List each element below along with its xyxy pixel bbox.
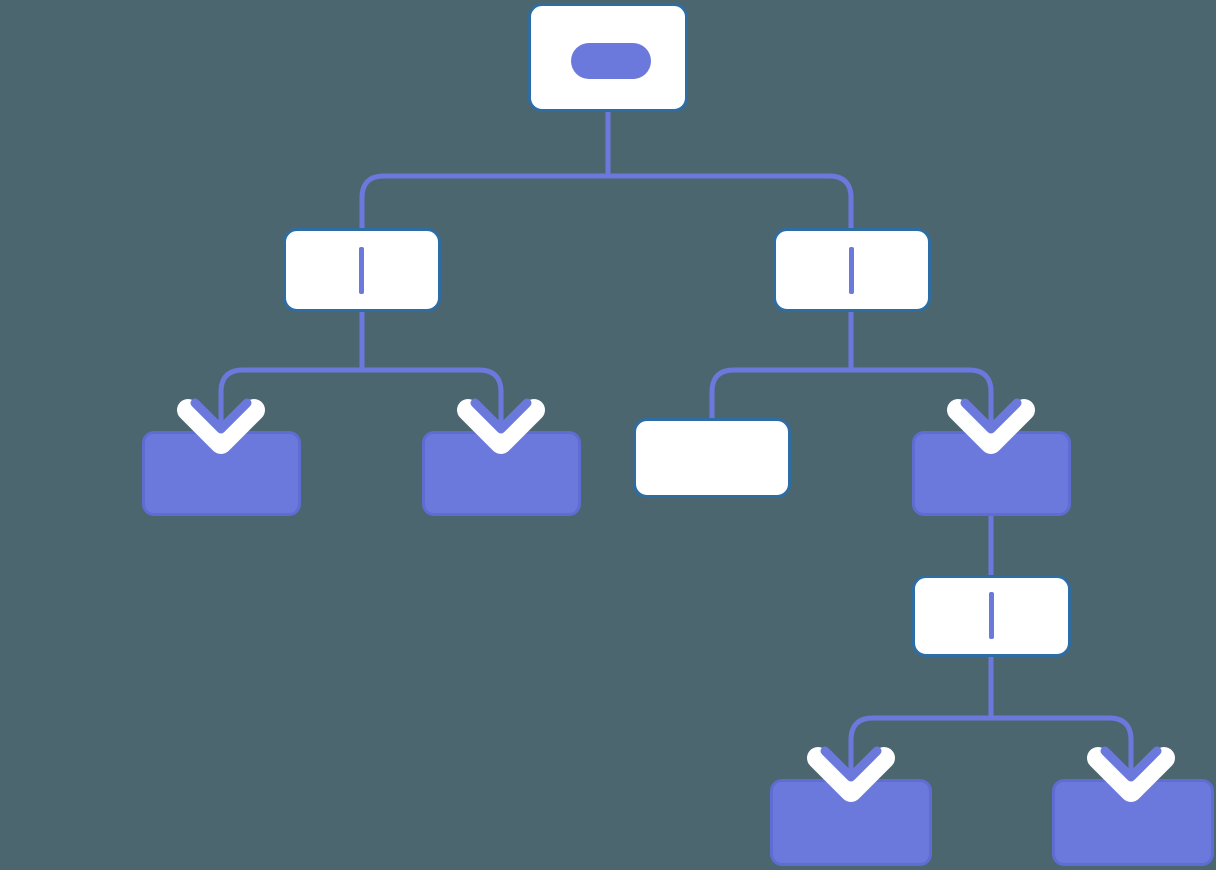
- node-l4-left[interactable]: [770, 779, 932, 866]
- node-root[interactable]: [528, 3, 688, 112]
- node-l1-right-inner-line: [849, 247, 854, 294]
- node-l2-b[interactable]: [422, 431, 581, 516]
- root-pill-shape: [571, 43, 651, 79]
- node-l1-left-inner-line: [359, 247, 364, 294]
- node-l2-c[interactable]: [633, 418, 791, 498]
- node-l2-a[interactable]: [142, 431, 301, 516]
- node-l2-d[interactable]: [912, 431, 1071, 516]
- node-l4-right[interactable]: [1052, 779, 1214, 866]
- node-l3-inner-line: [989, 592, 994, 639]
